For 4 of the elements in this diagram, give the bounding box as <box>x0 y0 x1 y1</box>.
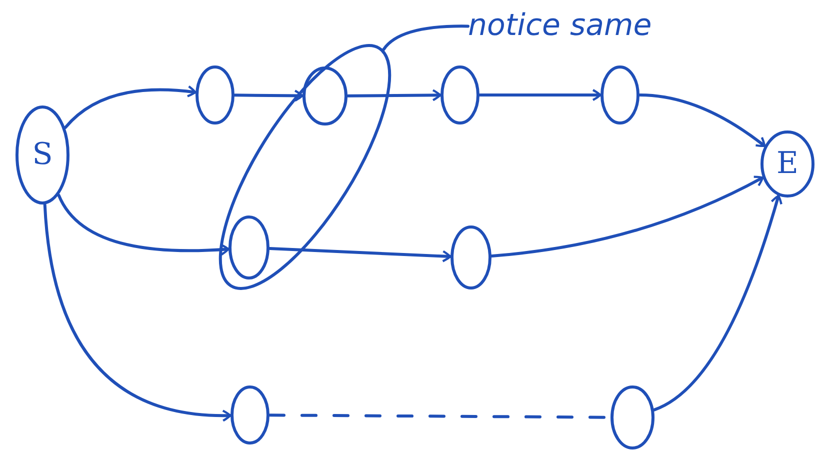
leader-line <box>382 24 470 51</box>
node-label: S <box>32 140 53 170</box>
annotation-text: notice same <box>468 8 668 48</box>
node-label: E <box>776 149 798 179</box>
